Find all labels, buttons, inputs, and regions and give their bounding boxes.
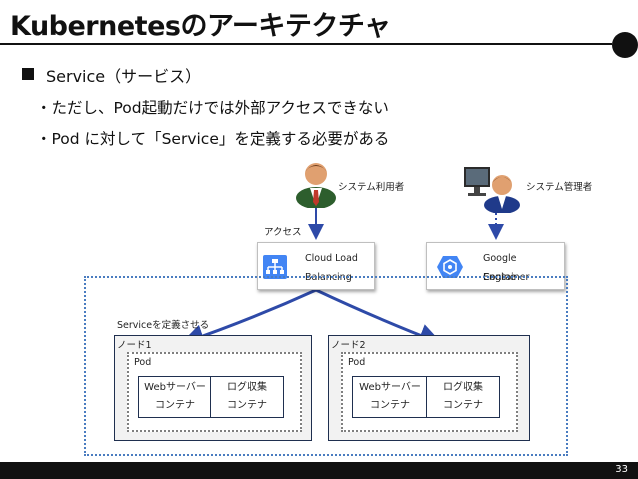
bullet-main: Service（サービス）: [46, 67, 202, 86]
pod-label: Pod: [348, 357, 366, 368]
container-line2: コンテナ: [227, 400, 267, 411]
bullet-sub-2: ・Pod に対して「Service」を定義する必要がある: [36, 130, 390, 148]
service-define-label: Serviceを定義させる: [117, 320, 210, 331]
log-collector-container: ログ収集 コンテナ: [210, 376, 284, 418]
title-rule-dot: [612, 32, 638, 58]
container-line1: Webサーバー: [144, 382, 206, 393]
gke-icon: [437, 256, 463, 278]
user-icon: [296, 163, 336, 208]
page-number: 33: [615, 464, 628, 475]
slide-title: Kubernetesのアーキテクチャ: [10, 11, 391, 42]
log-collector-container: ログ収集 コンテナ: [426, 376, 500, 418]
container-line2: コンテナ: [370, 400, 410, 411]
node-label: ノード2: [331, 340, 366, 351]
lb-line1: Cloud Load: [305, 253, 358, 264]
cloud-load-balancing-box: Cloud Load Balancing: [257, 242, 375, 290]
pod-box: Pod Webサーバー コンテナ ログ収集 コンテナ: [341, 352, 518, 432]
container-line1: Webサーバー: [359, 382, 421, 393]
title-underline: [0, 43, 612, 45]
node-2: ノード2 Pod Webサーバー コンテナ ログ収集 コンテナ: [328, 335, 530, 441]
load-balancer-icon: [263, 255, 287, 279]
web-server-container: Webサーバー コンテナ: [138, 376, 212, 418]
node-1: ノード1 Pod Webサーバー コンテナ ログ収集 コンテナ: [114, 335, 312, 441]
admin-label: システム管理者: [526, 182, 593, 193]
container-line2: コンテナ: [155, 400, 195, 411]
container-line1: ログ収集: [227, 382, 267, 393]
user-label: システム利用者: [338, 182, 405, 193]
web-server-container: Webサーバー コンテナ: [352, 376, 428, 418]
bullet-sub-1: ・ただし、Pod起動だけでは外部アクセスできない: [36, 99, 389, 117]
pod-label: Pod: [134, 357, 152, 368]
access-label: アクセス: [264, 227, 302, 238]
node-label: ノード1: [117, 340, 152, 351]
pod-box: Pod Webサーバー コンテナ ログ収集 コンテナ: [127, 352, 302, 432]
bullet-square-icon: [22, 68, 34, 80]
container-line2: コンテナ: [443, 400, 483, 411]
container-line1: ログ収集: [443, 382, 483, 393]
footer-bar: [0, 462, 638, 479]
cluster-boundary: [84, 276, 568, 456]
admin-icon: [464, 167, 520, 213]
